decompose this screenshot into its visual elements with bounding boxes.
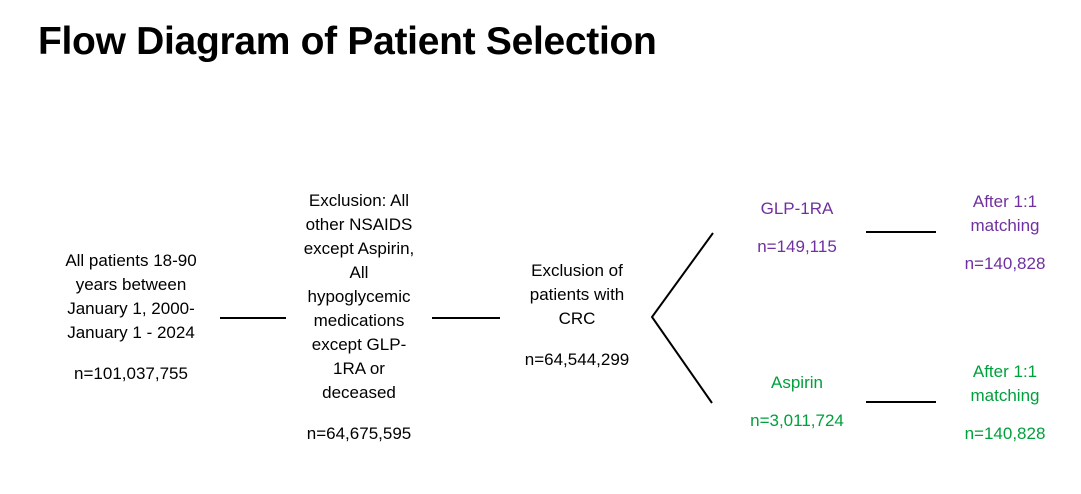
node-exclusion-crc-count: n=64,544,299 [524,350,630,369]
page-title: Flow Diagram of Patient Selection [38,20,657,63]
node-aspirin-matched-text: After 1:1 matching [970,362,1040,405]
node-glp1ra-matched-text: After 1:1 matching [970,192,1040,235]
node-exclusion-medications: Exclusion: All other NSAIDS except Aspir… [283,189,435,446]
node-all-patients-text: All patients 18-90 years between January… [65,251,197,342]
node-glp1ra-matched-count: n=140,828 [964,254,1046,273]
node-all-patients-count: n=101,037,755 [74,364,188,383]
node-exclusion-medications-count: n=64,675,595 [306,424,412,443]
node-glp1ra-matched: After 1:1 matching n=140,828 [931,190,1079,276]
node-exclusion-medications-text: Exclusion: All other NSAIDS except Aspir… [303,191,415,402]
branch-connector-icon [650,232,714,404]
node-glp1ra: GLP-1RA n=149,115 [721,197,873,259]
node-glp1ra-text: GLP-1RA [760,199,834,218]
node-aspirin-matched-count: n=140,828 [964,424,1046,443]
node-exclusion-crc-text: Exclusion of patients with CRC [529,261,625,328]
node-exclusion-crc: Exclusion of patients with CRC n=64,544,… [501,259,653,372]
connector-aspirin-to-matched [866,401,936,403]
connector-cohort-to-exclusion [220,317,286,319]
connector-exclusion-to-crc [432,317,500,319]
node-aspirin-text: Aspirin [771,373,823,392]
node-aspirin-count: n=3,011,724 [750,411,844,430]
node-aspirin: Aspirin n=3,011,724 [721,371,873,433]
connector-glp1ra-to-matched [866,231,936,233]
node-all-patients: All patients 18-90 years between January… [32,249,230,386]
node-glp1ra-count: n=149,115 [757,237,837,256]
node-aspirin-matched: After 1:1 matching n=140,828 [931,360,1079,446]
